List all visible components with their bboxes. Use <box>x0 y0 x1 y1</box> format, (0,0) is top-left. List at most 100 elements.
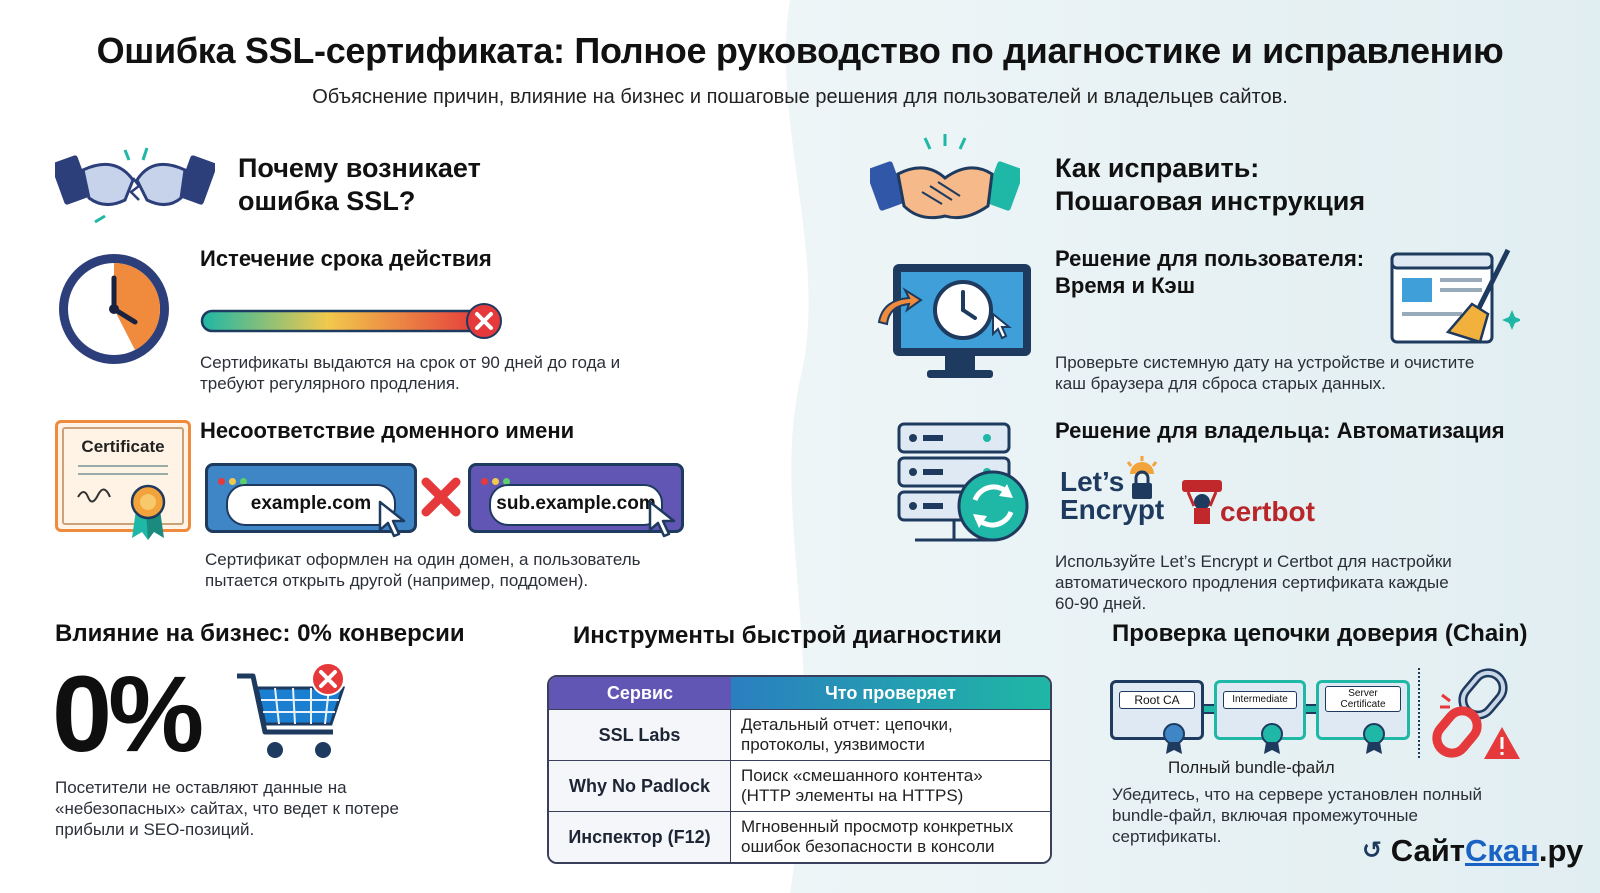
mismatch-text-line2: пытается открыть другой (например, поддо… <box>205 571 589 590</box>
tool-service: SSL Labs <box>549 709 731 760</box>
tools-table: Сервис Что проверяет SSL Labs Детальный … <box>547 675 1052 864</box>
owner-solution-text-line3: 60-90 дней. <box>1055 594 1147 613</box>
why-title: Почему возникает ошибка SSL? <box>238 152 481 218</box>
intermediate-label: Intermediate <box>1223 691 1297 709</box>
tool-checks: Поиск «смешанного контента» (HTTP элемен… <box>731 760 1050 811</box>
tools-title: Инструменты быстрой диагностики <box>573 622 1002 649</box>
letsencrypt-line2: Encrypt <box>1060 494 1165 525</box>
seal-icons <box>1163 723 1385 754</box>
certbot-logo-text: certbot <box>1220 496 1315 527</box>
letsencrypt-line1: Let’s <box>1060 466 1125 497</box>
expiry-text-line2: требуют регулярного продления. <box>200 374 460 393</box>
intermediate-certificate: Intermediate <box>1214 680 1306 740</box>
user-solution-text-line1: Проверьте системную дату на устройстве и… <box>1055 353 1475 372</box>
user-solution-title-line1: Решение для пользователя: <box>1055 246 1365 271</box>
server-certificate: Server Certificate <box>1316 680 1410 740</box>
business-text-line3: прибыли и SEO-позиций. <box>55 820 255 839</box>
table-row: Why No Padlock Поиск «смешанного контент… <box>549 760 1050 811</box>
expiry-text-line1: Сертификаты выдаются на срок от 90 дней … <box>200 353 621 372</box>
server-cert-label-line2: Certificate <box>1340 699 1386 710</box>
cart-error-icon <box>311 662 345 696</box>
server-sync-icon <box>897 422 1029 542</box>
fix-title-line1: Как исправить: <box>1055 153 1260 183</box>
signature-icon <box>77 488 111 503</box>
table-row: SSL Labs Детальный отчет: цепочки, прото… <box>549 709 1050 760</box>
table-row: Инспектор (F12) Мгновенный просмотр конк… <box>549 811 1050 862</box>
why-title-line1: Почему возникает <box>238 153 481 183</box>
business-text: Посетители не оставляют данные на «небез… <box>55 777 399 840</box>
chain-text-line3: сертификаты. <box>1112 827 1222 846</box>
fix-title: Как исправить: Пошаговая инструкция <box>1055 152 1365 218</box>
user-solution-text: Проверьте системную дату на устройстве и… <box>1055 352 1474 394</box>
shopping-cart-icon <box>237 673 346 758</box>
business-title: Влияние на бизнес: 0% конверсии <box>55 620 465 647</box>
tool-checks-line1: Мгновенный просмотр конкретных <box>741 817 1014 836</box>
root-ca-label: Root CA <box>1119 691 1195 709</box>
root-ca-certificate: Root CA <box>1110 680 1204 740</box>
expiry-progress-bar <box>200 309 484 333</box>
mismatch-text-line1: Сертификат оформлен на один домен, а пол… <box>205 550 641 569</box>
url-field-a: example.com <box>226 484 396 526</box>
page-subtitle: Объяснение причин, влияние на бизнес и п… <box>312 86 1288 108</box>
tool-service: Why No Padlock <box>549 760 731 811</box>
business-text-line1: Посетители не оставляют данные на <box>55 778 347 797</box>
error-x-icon <box>466 303 502 339</box>
brand-logo: ↺ СайтСкан.ру <box>1362 833 1583 869</box>
certbot-robot-icon <box>1182 480 1222 524</box>
chain-text: Убедитесь, что на сервере установлен пол… <box>1112 784 1482 847</box>
owner-solution-text-line1: Используйте Let’s Encrypt и Certbot для … <box>1055 552 1452 571</box>
tool-checks-line1: Детальный отчет: цепочки, <box>741 715 953 734</box>
business-text-line2: «небезопасных» сайтах, что ведет к потер… <box>55 799 399 818</box>
expiry-text: Сертификаты выдаются на срок от 90 дней … <box>200 352 620 394</box>
user-solution-text-line2: каш браузера для сброса старых данных. <box>1055 374 1386 393</box>
user-solution-title: Решение для пользователя: Время и Кэш <box>1055 245 1364 299</box>
chain-divider <box>1418 668 1422 758</box>
browser-domain-a: example.com <box>205 463 417 533</box>
tool-checks-line2: (HTTP элементы на HTTPS) <box>741 786 964 805</box>
brand-mark-icon: ↺ <box>1362 837 1383 864</box>
tools-header-service: Сервис <box>549 677 731 709</box>
brand-part1: Сайт <box>1390 833 1465 868</box>
owner-solution-text-line2: автоматического продления сертификата ка… <box>1055 573 1449 592</box>
browser-broom-icon <box>1390 248 1520 344</box>
tool-service: Инспектор (F12) <box>549 811 731 862</box>
bundle-caption: Полный bundle-файл <box>1168 758 1335 777</box>
tool-checks-line2: протоколы, уязвимости <box>741 735 925 754</box>
tool-checks: Мгновенный просмотр конкретных ошибок бе… <box>731 811 1050 862</box>
chain-title: Проверка цепочки доверия (Chain) <box>1112 620 1528 647</box>
certificate-label: Certificate <box>81 437 165 456</box>
letsencrypt-logo: Let’s Encrypt <box>1060 468 1164 524</box>
why-title-line2: ошибка SSL? <box>238 186 416 216</box>
business-zero-value: 0% <box>52 653 204 774</box>
tool-checks-line1: Поиск «смешанного контента» <box>741 766 983 785</box>
monitor-clock-icon <box>877 264 1031 378</box>
mismatch-x-icon <box>421 477 461 517</box>
cursor-icon-2 <box>648 500 676 538</box>
tool-checks-line2: ошибок безопасности в консоли <box>741 837 995 856</box>
handshake-icon <box>870 134 1020 220</box>
badge-ribbon-icon <box>130 484 166 540</box>
cursor-icon <box>378 500 406 538</box>
clock-icon <box>59 254 169 364</box>
tool-checks: Детальный отчет: цепочки, протоколы, уяз… <box>731 709 1050 760</box>
expiry-title: Истечение срока действия <box>200 246 492 271</box>
tools-header-checks: Что проверяет <box>731 677 1050 709</box>
brand-part3: .ру <box>1538 833 1584 868</box>
mismatch-title: Несоответствие доменного имени <box>200 418 575 443</box>
broken-chain-icon <box>1432 668 1520 759</box>
brand-part2: Скан <box>1464 833 1539 868</box>
user-solution-title-line2: Время и Кэш <box>1055 273 1196 298</box>
fix-title-line2: Пошаговая инструкция <box>1055 186 1366 216</box>
server-cert-label: Server Certificate <box>1325 686 1401 712</box>
chain-text-line2: bundle-файл, включая промежуточные <box>1112 806 1418 825</box>
handshake-broken-icon <box>55 147 215 224</box>
server-cert-label-line1: Server <box>1348 688 1378 699</box>
letsencrypt-sun-lock-icon <box>1126 456 1158 499</box>
url-field-b: sub.example.com <box>489 484 663 526</box>
mismatch-text: Сертификат оформлен на один домен, а пол… <box>205 549 641 591</box>
owner-solution-title: Решение для владельца: Автоматизация <box>1055 418 1505 443</box>
certificate-document: Certificate <box>55 420 191 532</box>
chain-text-line1: Убедитесь, что на сервере установлен пол… <box>1112 785 1482 804</box>
page-title: Ошибка SSL-сертификата: Полное руководст… <box>96 30 1504 71</box>
